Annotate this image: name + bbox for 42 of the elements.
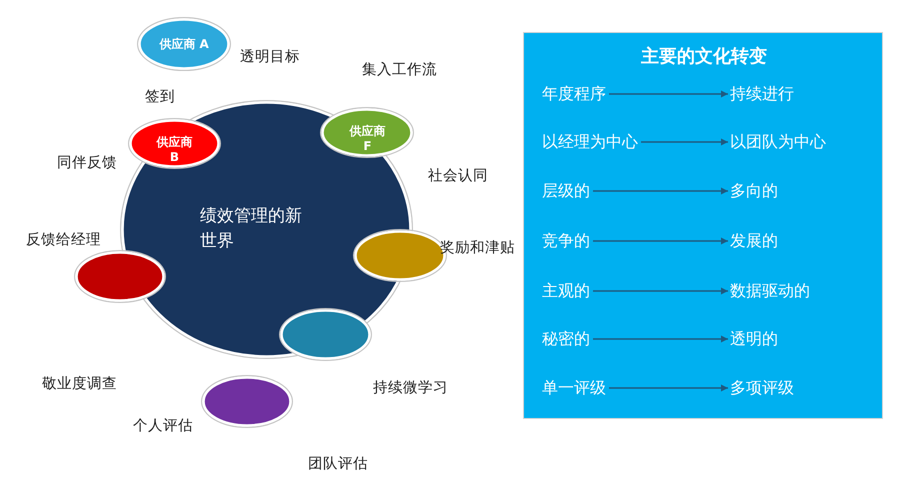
supplier-label: 供应商 A	[158, 36, 210, 53]
supplier-ellipse	[320, 107, 414, 158]
shift-label: 秘密的	[542, 328, 590, 350]
arrow	[641, 138, 728, 146]
arrow	[593, 238, 728, 244]
shift-label: 以团队为中心	[730, 131, 826, 153]
category-label: 持续微学习	[373, 379, 448, 397]
shift-label: 以经理为中心	[542, 131, 638, 153]
category-label: 签到	[145, 88, 175, 106]
feature-ellipse	[201, 375, 293, 428]
shift-label: 单一评级	[542, 377, 606, 399]
category-label: 集入工作流	[362, 61, 437, 79]
arrow	[593, 188, 728, 194]
shift-label: 主观的	[542, 280, 590, 302]
category-label: 反馈给经理	[26, 231, 101, 249]
shift-label: 发展的	[730, 230, 778, 252]
category-label: 团队评估	[308, 455, 368, 473]
category-label: 奖励和津贴	[440, 239, 515, 257]
arrow	[593, 336, 728, 342]
category-label: 个人评估	[133, 417, 193, 435]
arrow	[593, 288, 728, 294]
topic-text: 绩效管理的新世界	[200, 205, 303, 253]
supplier-label: 供应商 B	[155, 135, 194, 165]
category-label: 敬业度调查	[42, 375, 117, 393]
shift-label: 竞争的	[542, 230, 590, 252]
shifts-panel	[523, 32, 883, 419]
shift-label: 数据驱动的	[730, 280, 810, 302]
category-label: 同伴反馈	[57, 154, 117, 172]
shift-label: 层级的	[542, 180, 590, 202]
arrow	[609, 384, 728, 392]
feature-ellipse	[74, 250, 166, 303]
shift-label: 多项评级	[730, 377, 794, 399]
category-label: 社会认同	[428, 167, 488, 185]
arrow	[609, 90, 728, 98]
shift-label: 年度程序	[542, 83, 606, 105]
panel-title: 主要的文化转变	[640, 45, 768, 69]
shift-label: 透明的	[730, 328, 778, 350]
shift-label: 多向的	[730, 180, 778, 202]
category-label: 透明目标	[240, 48, 300, 66]
shift-label: 持续进行	[730, 83, 794, 105]
supplier-label: 供应商 F	[348, 124, 386, 154]
supplier-ellipse	[137, 17, 231, 71]
